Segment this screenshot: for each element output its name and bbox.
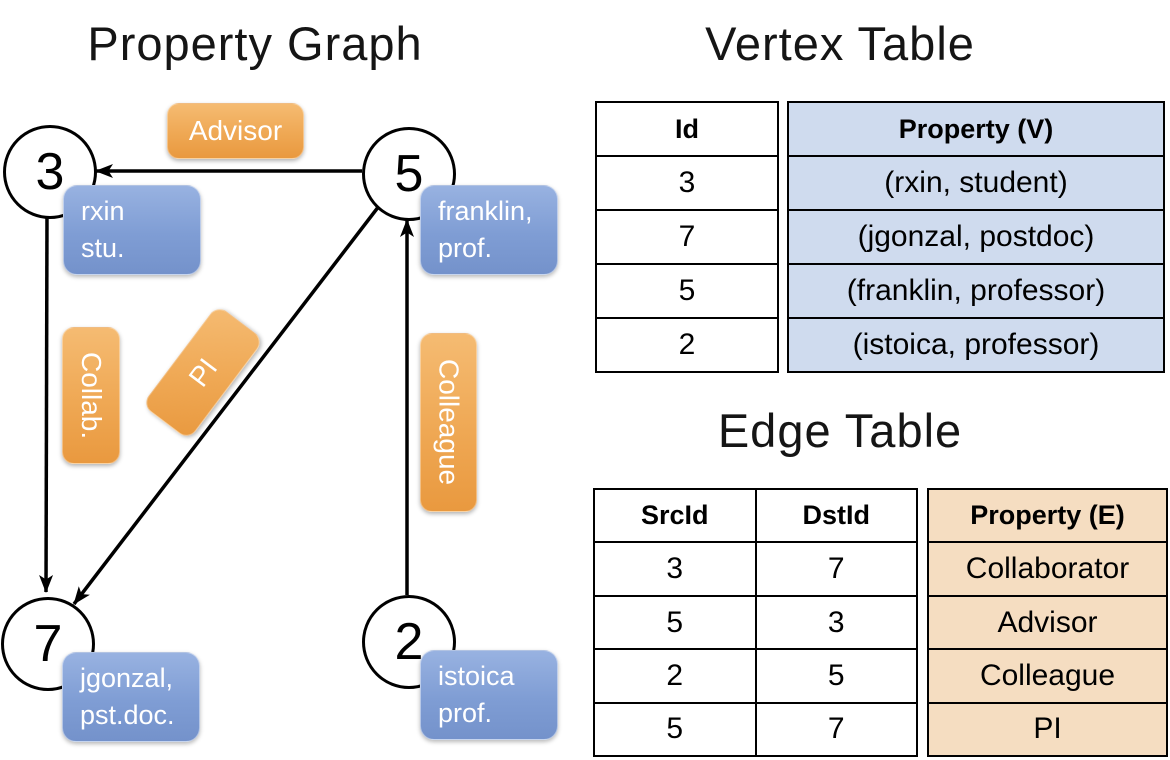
vertex-table-property-cell: (franklin, professor): [789, 263, 1163, 317]
edge-table-srcid-cell: 5: [666, 712, 684, 746]
edge-label-collab: Collab.: [62, 327, 120, 464]
vertex-table-title: Vertex Table: [705, 17, 975, 70]
vertex-table-property-cell: (rxin, student): [789, 155, 1163, 209]
edge-pi-5-to-7: [72, 204, 381, 606]
vertex-table-id-column: Id 3 7 5 2: [595, 101, 779, 373]
vertex-property-box-7: jgonzal, pst.doc.: [62, 652, 200, 742]
vertex-node-2: 2: [362, 595, 456, 689]
vertex-property-5-line1: franklin,: [438, 196, 533, 226]
edge-label-colleague: Colleague: [420, 333, 477, 512]
edge-table-dstid-cell: 5: [754, 650, 917, 702]
edge-table-title: Edge Table: [717, 404, 963, 457]
vertex-table-id-cell: 7: [597, 209, 777, 263]
vertex-property-7-line1: jgonzal,: [80, 663, 174, 693]
edge-table-ids-row: 5 7: [595, 701, 917, 756]
edge-label-advisor: Advisor: [167, 103, 304, 159]
vertex-table-id-cell: 2: [597, 317, 777, 371]
vertex-property-box-2: istoica prof.: [420, 650, 558, 740]
vertex-node-5-id: 5: [394, 145, 424, 203]
edge-table-srcid-cell: 2: [666, 658, 684, 692]
edge-table-srcid-cell: 3: [666, 552, 684, 586]
edge-table-dstid-cell: 3: [754, 596, 917, 649]
graph-edges: [39, 164, 414, 606]
edge-table-property-cell: Collaborator: [929, 541, 1166, 595]
edge-table-property-cell: Advisor: [929, 594, 1166, 649]
edge-table-dstid-cell: 7: [754, 703, 917, 756]
vertex-table-id-header: Id: [675, 113, 699, 144]
vertex-table-property-header: Property (V): [789, 103, 1163, 155]
edge-table-property-column: Property (E) Collaborator Advisor Collea…: [927, 488, 1168, 757]
vertex-node-7-id: 7: [33, 615, 63, 673]
edge-table-dstid-cell: 7: [754, 543, 917, 595]
edge-table-property-cell: Colleague: [929, 648, 1166, 702]
edge-table-dstid-header: DstId: [754, 490, 917, 542]
edge-table-ids-row: 2 5: [595, 648, 917, 702]
vertex-property-3-line2: stu.: [81, 233, 125, 263]
vertex-property-3-line1: rxin: [81, 196, 125, 226]
vertex-property-5-line2: prof.: [438, 233, 493, 263]
vertex-property-2-line1: istoica: [438, 661, 515, 691]
edge-table-srcid-cell: 5: [666, 605, 684, 639]
edge-table-ids-row: 3 7: [595, 541, 917, 595]
edge-table-ids-header-row: SrcId DstId: [595, 490, 917, 542]
vertex-table-property-cell: (jgonzal, postdoc): [789, 209, 1163, 263]
vertex-node-3-id: 3: [35, 143, 65, 201]
vertex-table-id-cell: 5: [597, 263, 777, 317]
edge-table-ids-row: 5 3: [595, 594, 917, 649]
edge-table-srcid-header: SrcId: [640, 500, 709, 531]
vertex-property-7-line2: pst.doc.: [80, 700, 175, 730]
edge-table-ids-columns: SrcId DstId 3 7 5 3 2 5 5 7: [593, 488, 918, 757]
vertex-node-2-id: 2: [394, 613, 424, 671]
vertex-table-property-cell: (istoica, professor): [789, 317, 1163, 371]
vertex-property-2-line2: prof.: [438, 698, 493, 728]
edge-table-property-header: Property (E): [929, 490, 1166, 542]
vertex-property-box-3: rxin stu.: [63, 185, 201, 275]
vertex-table-property-column: Property (V) (rxin, student) (jgonzal, p…: [787, 101, 1165, 373]
vertex-property-box-5: franklin, prof.: [420, 185, 558, 275]
vertex-table-id-cell: 3: [597, 155, 777, 209]
property-graph-title: Property Graph: [87, 17, 423, 70]
edge-table-property-cell: PI: [929, 701, 1166, 756]
edge-collab-3-to-7: [39, 212, 54, 593]
